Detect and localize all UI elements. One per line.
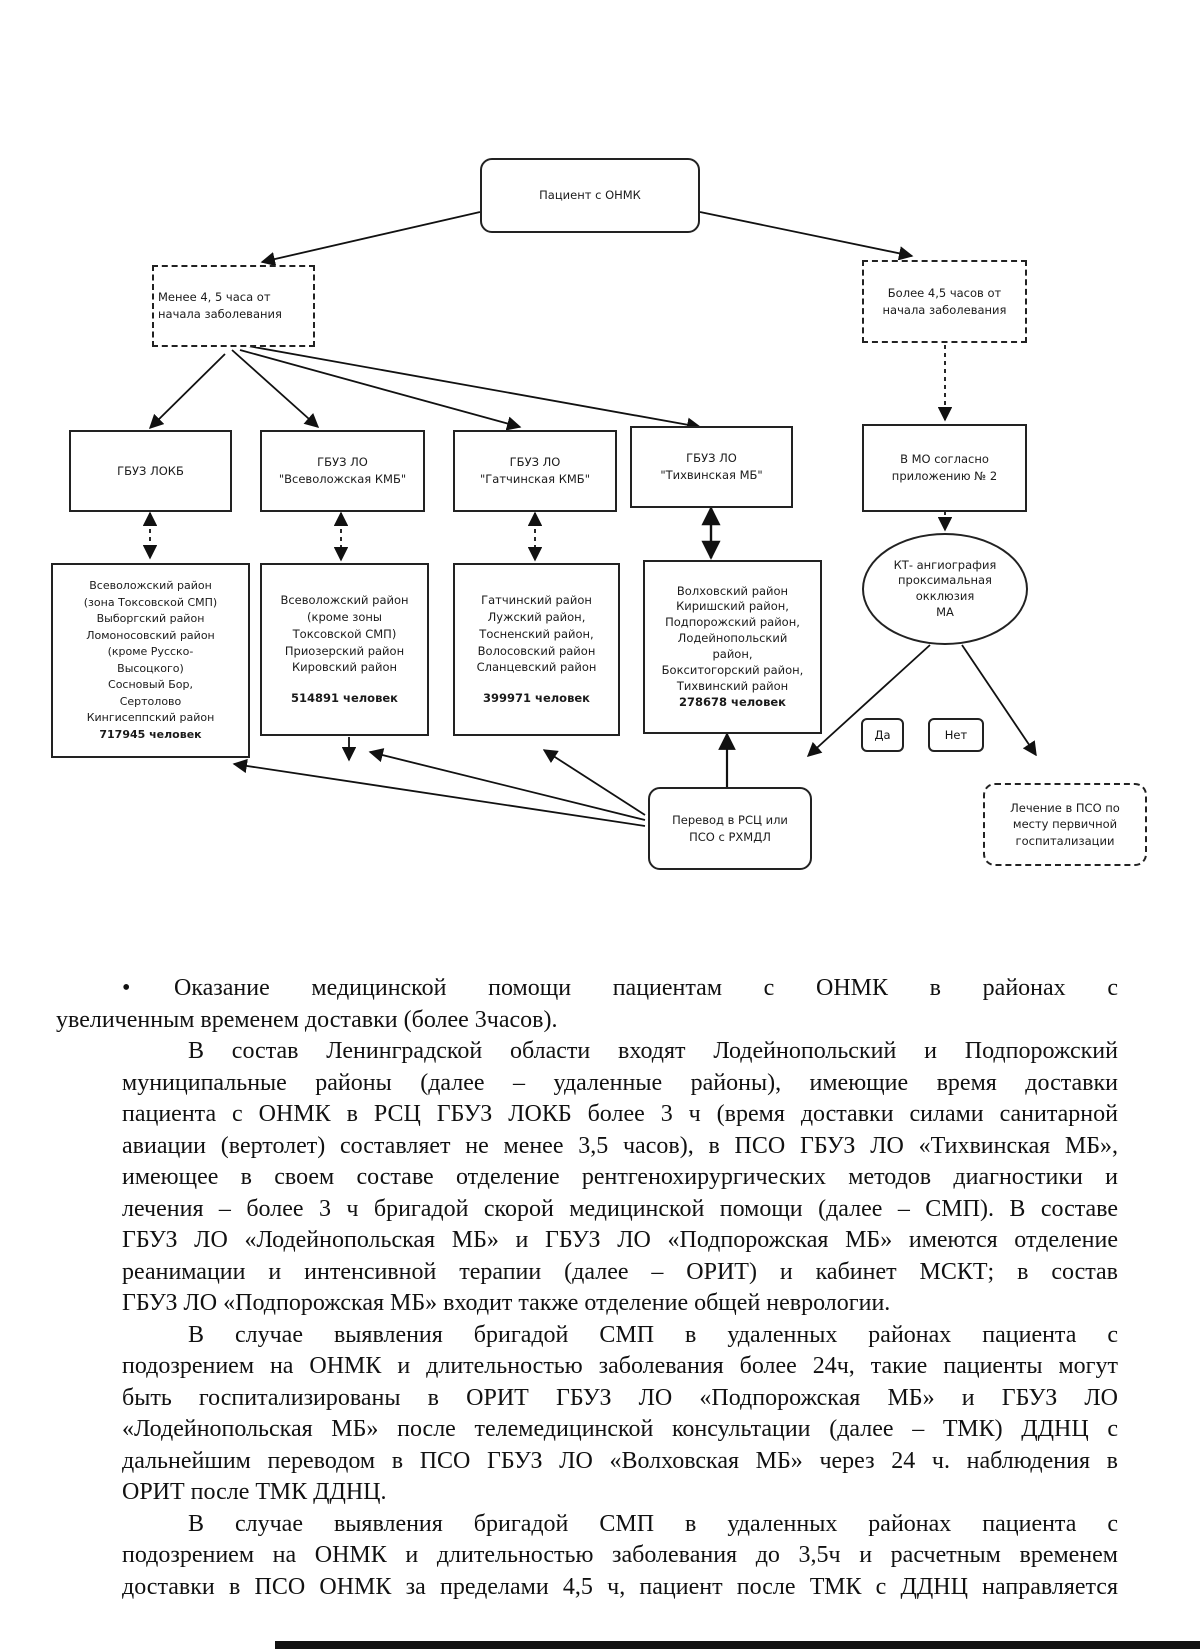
arrow-less-to-tikhvin: [247, 345, 702, 432]
document-body: •Оказание медицинской помощи пациентам с…: [56, 973, 1118, 1603]
bullet-marker: •: [122, 975, 131, 1001]
node-hospital-vsevolozhsk: ГБУЗ ЛО "Всеволожская КМБ": [260, 430, 425, 512]
choice-yes: Да: [861, 718, 904, 752]
arrow-transfer-to-lokb: [232, 758, 646, 827]
node-mo-appendix-2: В МО согласно приложению № 2: [862, 424, 1027, 512]
districts-lokb: Всеволожский район (зона Токсовской СМП)…: [51, 563, 250, 758]
node-hospital-gatchina: ГБУЗ ЛО "Гатчинская КМБ": [453, 430, 617, 512]
node-transfer: Перевод в РСЦ или ПСО с РХМДЛ: [648, 787, 812, 870]
arrow-root-to-more: [699, 211, 914, 261]
districts-vsevolozhsk: Всеволожский район (кроме зоны Токсовско…: [260, 563, 429, 736]
districts-gatchina: Гатчинский район Лужский район, Тосненск…: [453, 563, 620, 736]
arrow-transfer-to-gatchina: [542, 749, 646, 816]
node-ct-angiography: КТ- ангиография проксимальная окклюзия М…: [862, 533, 1028, 645]
paragraph-2: В состав Ленинградской области входят Ло…: [122, 1038, 1118, 1316]
paragraph-1: •Оказание медицинской помощи пациентам с…: [56, 975, 1118, 1033]
paragraph-4: В случае выявления бригадой СМП в удален…: [122, 1510, 1118, 1600]
districts-tikhvin: Волховский район Киришский район, Подпор…: [643, 560, 822, 734]
arrow-ct-to-yes: [806, 644, 931, 757]
arrow-transfer-to-vsevolozhsk: [368, 748, 646, 821]
arrow-less-to-vsevolozhsk: [231, 349, 320, 428]
scan-edge-bar: [275, 1641, 1200, 1649]
flowchart-connectors: [142, 211, 1037, 827]
paragraph-3: В случае выявления бригадой СМП в удален…: [122, 1321, 1118, 1506]
choice-no: Нет: [928, 718, 984, 752]
arrow-less-to-gatchina: [239, 349, 522, 431]
node-hospital-tikhvin: ГБУЗ ЛО "Тихвинская МБ": [630, 426, 793, 508]
arrow-ct-to-no: [961, 644, 1037, 757]
node-patient: Пациент с ОНМК: [480, 158, 700, 233]
node-hospital-lokb: ГБУЗ ЛОКБ: [69, 430, 232, 512]
node-treat-local: Лечение в ПСО по месту первичной госпита…: [983, 783, 1147, 866]
node-more-than-4-5h: Более 4,5 часов от начала заболевания: [862, 260, 1027, 343]
arrow-root-to-less: [260, 211, 481, 267]
arrow-less-to-lokb: [148, 353, 226, 430]
node-less-than-4-5h: Менее 4, 5 часа от начала заболевания: [152, 265, 315, 347]
